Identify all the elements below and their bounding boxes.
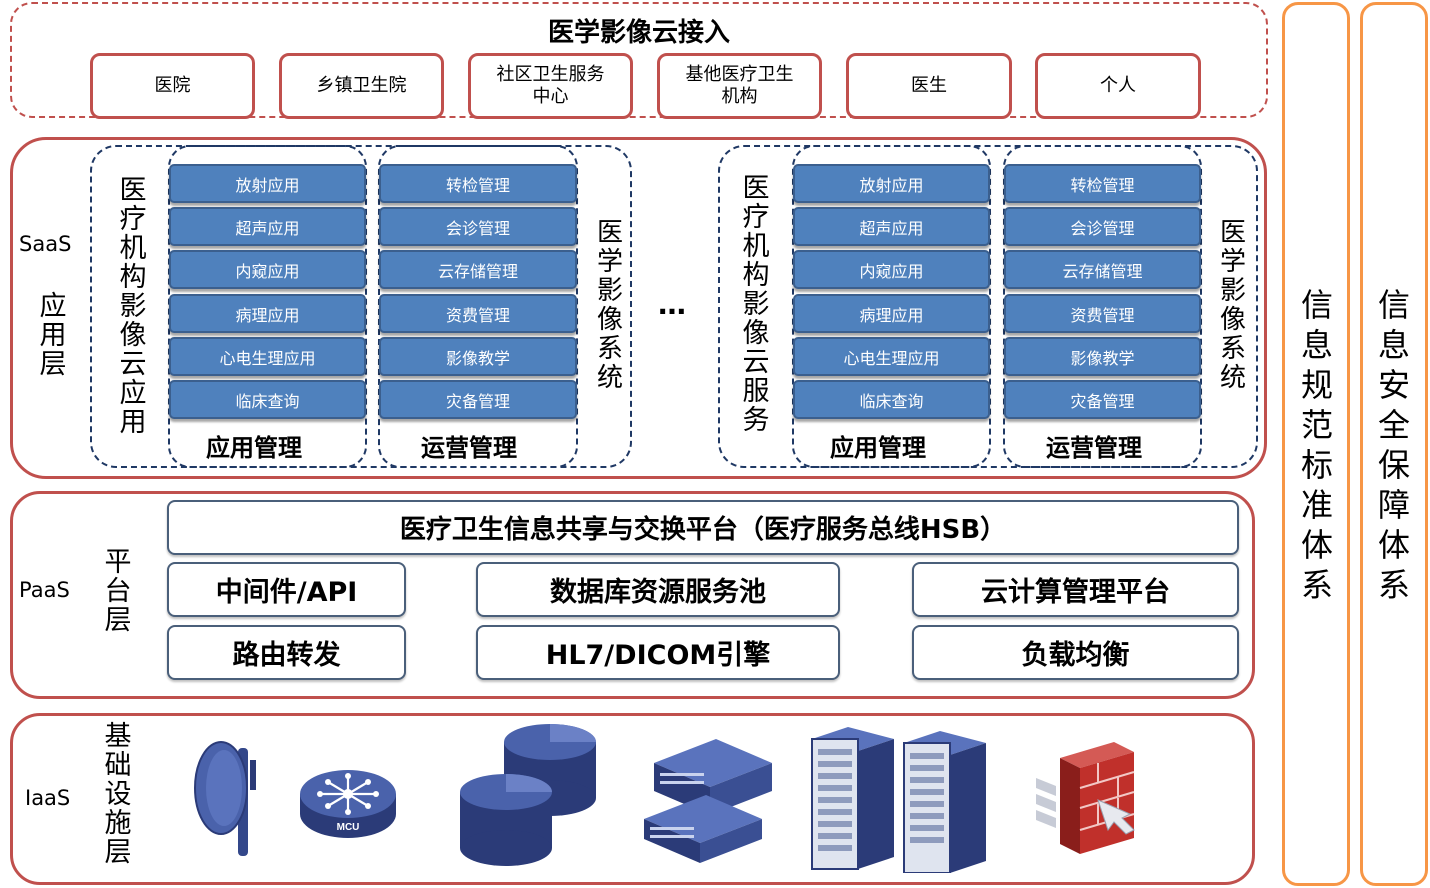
- access-layer-frame: [10, 2, 1268, 118]
- info-standards-column: [1282, 2, 1350, 886]
- paas-layer-frame: [10, 491, 1255, 699]
- medical-institution-service-caption: 医疗机 构影像 云服务: [742, 173, 770, 436]
- medical-imaging-system-caption: 医学影 像系统: [596, 218, 623, 393]
- mcu-label: MCU: [337, 822, 360, 833]
- medical-institution-app-caption: 医疗机 构影像 云应用: [119, 175, 147, 438]
- module-ecg-app[interactable]: 心电生理应用: [793, 337, 990, 376]
- mcu-router-icon: MCU: [300, 770, 396, 838]
- app-management-label: 应用管理: [206, 434, 302, 462]
- module-billing-mgmt[interactable]: 资费管理: [379, 294, 577, 333]
- module-imaging-teaching[interactable]: 影像教学: [1004, 337, 1201, 376]
- module-consultation-mgmt[interactable]: 会诊管理: [379, 207, 577, 246]
- ops-management-label: 运营管理: [1046, 434, 1142, 462]
- health-info-exchange-bus[interactable]: 医疗卫生信息共享与交换平台（医疗服务总线HSB）: [167, 500, 1239, 555]
- middleware-api-box[interactable]: 中间件/API: [167, 562, 406, 617]
- module-pathology-app[interactable]: 病理应用: [169, 294, 366, 333]
- saas-layer-frame: [10, 137, 1267, 479]
- access-item-label: 医院: [154, 75, 191, 96]
- ops-management-label: 运营管理: [421, 434, 517, 462]
- paas-label: PaaS: [19, 578, 70, 602]
- access-item-label: 医生: [911, 75, 947, 96]
- iaas-layer-frame: [10, 713, 1255, 885]
- module-consultation-mgmt[interactable]: 会诊管理: [1004, 207, 1201, 246]
- access-item-individual[interactable]: 个人: [1035, 53, 1201, 119]
- server-rack-icon: [811, 727, 986, 873]
- module-endoscopy-app[interactable]: 内窥应用: [793, 250, 990, 289]
- module-billing-mgmt[interactable]: 资费管理: [1004, 294, 1201, 333]
- access-item-label: 乡镇卫生院: [316, 75, 407, 96]
- module-radiology-app[interactable]: 放射应用: [793, 164, 990, 203]
- access-item-label: 机构: [721, 86, 758, 107]
- module-radiology-app[interactable]: 放射应用: [169, 164, 366, 203]
- load-balancing-box[interactable]: 负载均衡: [912, 625, 1239, 680]
- iaas-layer-cn-label: 基础设 施层: [104, 721, 132, 868]
- paas-layer-cn-label: 平台层: [104, 547, 132, 636]
- module-disaster-recovery[interactable]: 灾备管理: [1004, 380, 1201, 419]
- info-security-column: [1360, 2, 1428, 886]
- module-endoscopy-app[interactable]: 内窥应用: [169, 250, 366, 289]
- access-item-hospital[interactable]: 医院: [90, 53, 255, 119]
- medical-imaging-system-caption-2: 医学影 像系统: [1219, 218, 1246, 393]
- saas-layer-cn-label: 应用层: [39, 291, 67, 380]
- module-cloud-storage-mgmt[interactable]: 云存储管理: [379, 250, 577, 289]
- routing-box[interactable]: 路由转发: [167, 625, 406, 680]
- hl7-dicom-engine-box[interactable]: HL7/DICOM引擎: [476, 625, 840, 680]
- access-item-other-institutions[interactable]: 基他医疗卫生 机构: [657, 53, 822, 119]
- module-ultrasound-app[interactable]: 超声应用: [169, 207, 366, 246]
- access-item-township-hospital[interactable]: 乡镇卫生院: [279, 53, 444, 119]
- info-security-label: 信息安 全保障 体系: [1377, 286, 1410, 604]
- medical-institution-service-group: [718, 145, 1258, 468]
- module-cloud-storage-mgmt[interactable]: 云存储管理: [1004, 250, 1201, 289]
- iaas-label: IaaS: [25, 786, 71, 810]
- access-item-label: 中心: [532, 86, 569, 107]
- ellipsis-more: …: [658, 288, 686, 321]
- medical-institution-app-group: [90, 145, 632, 468]
- module-imaging-teaching[interactable]: 影像教学: [379, 337, 577, 376]
- access-item-label: 基他医疗卫生: [685, 64, 794, 85]
- info-standards-label: 信息规 范标准 体系: [1300, 286, 1333, 604]
- firewall-icon: [1036, 742, 1135, 854]
- storage-server-icon: [644, 739, 772, 863]
- module-disaster-recovery[interactable]: 灾备管理: [379, 380, 577, 419]
- module-pathology-app[interactable]: 病理应用: [793, 294, 990, 333]
- module-ultrasound-app[interactable]: 超声应用: [793, 207, 990, 246]
- satellite-dish-icon: [194, 741, 256, 856]
- access-item-label: 个人: [1100, 75, 1136, 96]
- module-referral-mgmt[interactable]: 转检管理: [1004, 164, 1201, 203]
- module-ecg-app[interactable]: 心电生理应用: [169, 337, 366, 376]
- app-management-label: 应用管理: [830, 434, 926, 462]
- saas-label: SaaS: [19, 232, 72, 256]
- module-clinical-query[interactable]: 临床查询: [793, 380, 990, 419]
- cloud-mgmt-platform-box[interactable]: 云计算管理平台: [912, 562, 1239, 617]
- module-clinical-query[interactable]: 临床查询: [169, 380, 366, 419]
- access-item-community-center[interactable]: 社区卫生服务 中心: [468, 53, 633, 119]
- access-layer-title: 医学影像云接入: [547, 18, 730, 48]
- access-item-doctor[interactable]: 医生: [846, 53, 1012, 119]
- access-item-label: 社区卫生服务: [496, 64, 605, 85]
- database-pool-box[interactable]: 数据库资源服务池: [476, 562, 840, 617]
- database-icon: [460, 724, 596, 866]
- module-referral-mgmt[interactable]: 转检管理: [379, 164, 577, 203]
